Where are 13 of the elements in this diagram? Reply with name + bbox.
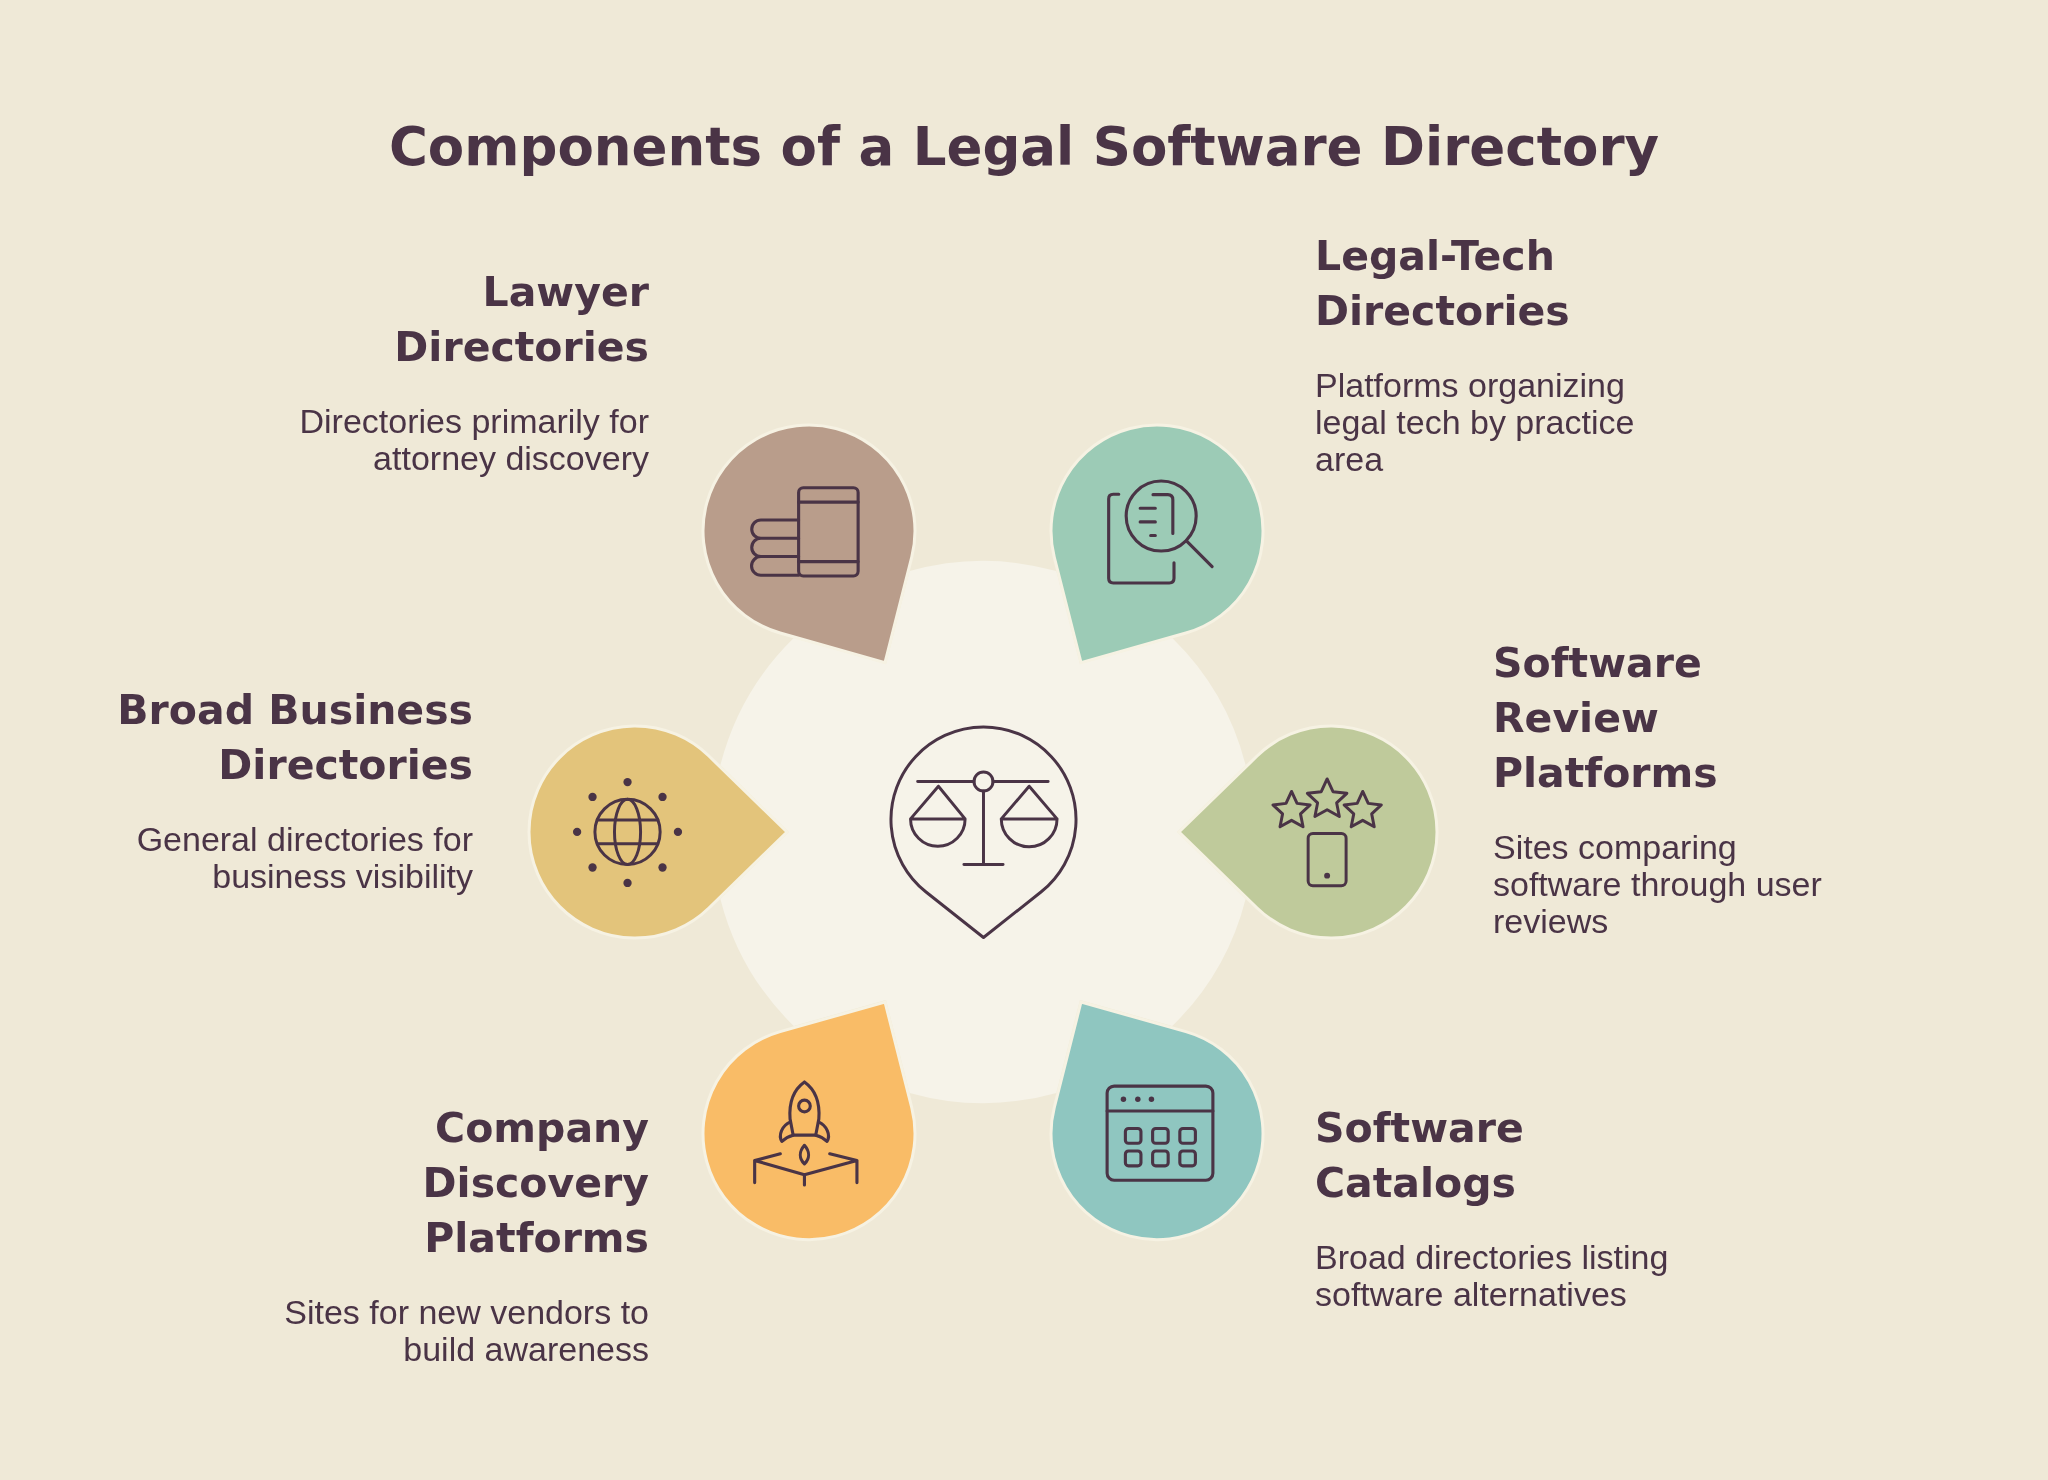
description-text: Directories primarily for attorney discovery	[298, 403, 649, 477]
description-text: Sites for new vendors to build awareness	[283, 1294, 649, 1368]
description-text: General directories for business visibility	[135, 821, 473, 895]
category-heading: Broad Business Directories	[116, 685, 473, 791]
category-heading: Legal-Tech Directories	[1315, 231, 1571, 337]
category-heading: Software Catalogs	[1315, 1103, 1525, 1209]
category-heading: Lawyer Directories	[393, 267, 649, 373]
diagram-title: Components of a Legal Software Directory	[388, 115, 1660, 179]
category-heading: Company Discovery Platforms	[421, 1103, 649, 1264]
category-heading: Software Review Platforms	[1493, 638, 1719, 799]
description-text: Platforms organizing legal tech by practice area	[1315, 367, 1636, 478]
description-text: Broad directories listing software alternatives	[1315, 1239, 1670, 1313]
description-text: Sites comparing software through user reviews	[1493, 829, 1823, 940]
